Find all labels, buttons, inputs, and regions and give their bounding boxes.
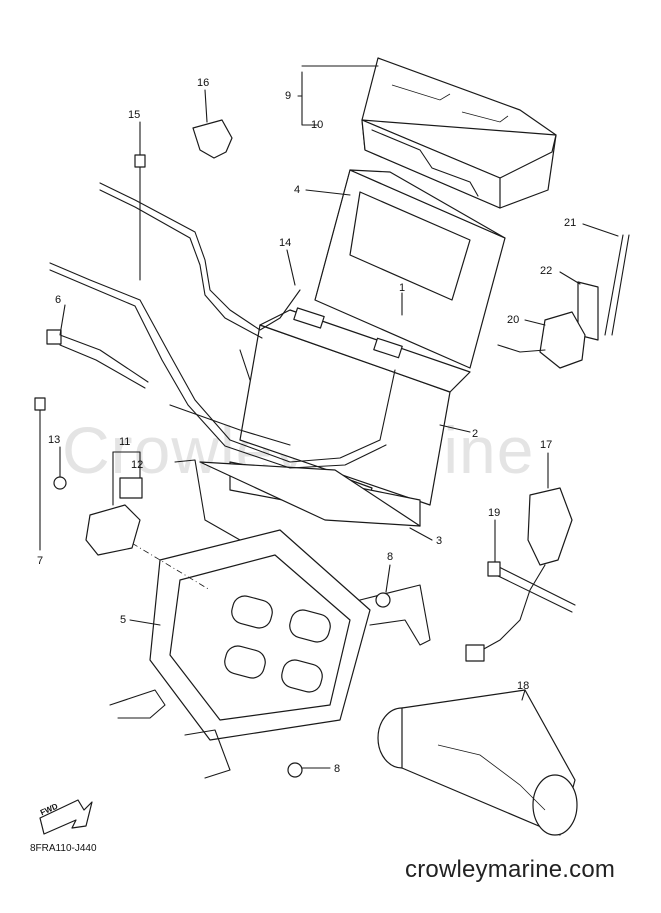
switch-20 bbox=[539, 311, 586, 369]
relay-11 bbox=[85, 504, 141, 556]
callout-22: 22 bbox=[540, 265, 553, 277]
callout-5: 5 bbox=[120, 614, 127, 626]
sleeve-18 bbox=[377, 689, 578, 836]
callout-17: 17 bbox=[540, 439, 553, 451]
socket-17 bbox=[527, 487, 573, 566]
callout-12: 12 bbox=[131, 459, 144, 471]
callout-2: 2 bbox=[472, 428, 479, 440]
fwd-arrow bbox=[39, 799, 93, 835]
callout-21: 21 bbox=[564, 217, 577, 229]
callout-14: 14 bbox=[279, 237, 292, 249]
callout-9: 9 bbox=[285, 90, 292, 102]
callout-18: 18 bbox=[517, 680, 530, 692]
battery-case bbox=[314, 169, 506, 369]
callout-15: 15 bbox=[128, 109, 141, 121]
small-parts bbox=[34, 119, 630, 778]
callout-8-top: 8 bbox=[387, 551, 394, 563]
cables bbox=[49, 182, 396, 469]
callout-19: 19 bbox=[488, 507, 501, 519]
callout-1: 1 bbox=[399, 282, 406, 294]
doc-code: 8FRA110-J440 bbox=[30, 843, 97, 854]
callout-11: 11 bbox=[119, 436, 131, 448]
callout-4: 4 bbox=[294, 184, 301, 196]
callout-3: 3 bbox=[436, 535, 443, 547]
callout-20: 20 bbox=[507, 314, 520, 326]
callout-6: 6 bbox=[55, 294, 62, 306]
callout-8-bottom: 8 bbox=[334, 763, 341, 775]
battery-bracket bbox=[109, 459, 431, 779]
footer-url[interactable]: crowleymarine.com bbox=[405, 856, 616, 883]
callout-13: 13 bbox=[48, 434, 61, 446]
callout-16: 16 bbox=[197, 77, 210, 89]
clip-16 bbox=[192, 119, 233, 159]
leader-lines bbox=[39, 65, 619, 769]
battery-cover bbox=[361, 57, 557, 209]
pad-22 bbox=[577, 281, 599, 341]
callout-7: 7 bbox=[37, 555, 44, 567]
callout-10: 10 bbox=[311, 119, 324, 131]
